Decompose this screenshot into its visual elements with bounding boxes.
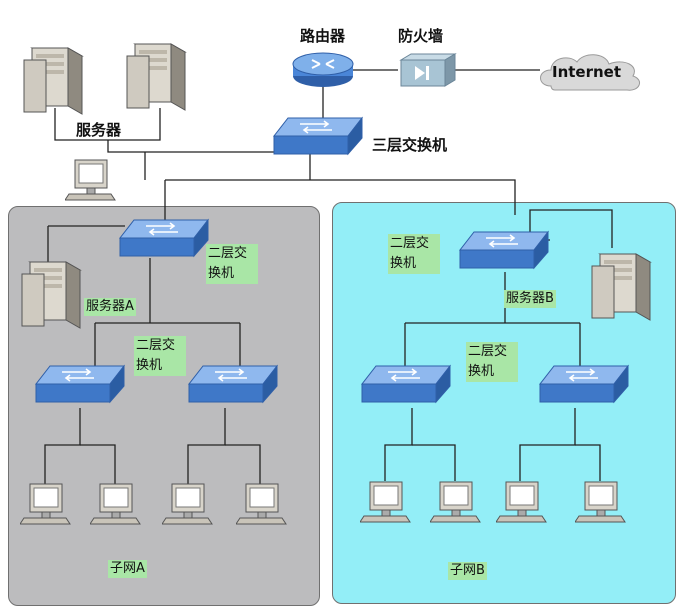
server-a-label: 服务器A bbox=[84, 298, 136, 316]
switch-icon bbox=[458, 230, 550, 270]
switch-icon bbox=[360, 364, 452, 404]
server-icon bbox=[23, 47, 84, 115]
firewall-icon bbox=[399, 53, 457, 87]
pc-icon bbox=[575, 481, 626, 523]
pc-icon bbox=[162, 483, 213, 525]
firewall-label: 防火墙 bbox=[398, 27, 444, 45]
subnet-b-sub-switch-label: 二层交换机 bbox=[466, 342, 518, 382]
switch-icon bbox=[272, 116, 364, 156]
router-label: 路由器 bbox=[300, 27, 346, 45]
router-icon bbox=[292, 52, 354, 87]
subnet-b-name: 子网B bbox=[448, 562, 487, 580]
pc-icon bbox=[90, 483, 141, 525]
subnet-a-switch-label: 二层交换机 bbox=[206, 244, 258, 284]
pc-icon bbox=[430, 481, 481, 523]
core-switch-label: 三层交换机 bbox=[372, 136, 448, 154]
subnet-a-name: 子网A bbox=[108, 560, 147, 578]
cloud-icon bbox=[540, 54, 641, 91]
internet-label: Internet bbox=[552, 63, 622, 81]
pc-icon bbox=[496, 481, 547, 523]
switch-icon bbox=[34, 364, 126, 404]
pc-icon bbox=[65, 159, 116, 201]
server-icon bbox=[21, 261, 82, 329]
switch-icon bbox=[538, 364, 630, 404]
pc-icon bbox=[20, 483, 71, 525]
server-icon bbox=[126, 43, 187, 111]
subnet-b-switch-label: 二层交换机 bbox=[388, 234, 440, 274]
server-b-label: 服务器B bbox=[504, 290, 556, 308]
subnet-a-sub-switch-label: 二层交换机 bbox=[134, 336, 186, 376]
switch-icon bbox=[187, 364, 279, 404]
pc-icon bbox=[360, 481, 411, 523]
switch-icon bbox=[118, 218, 210, 258]
pc-icon bbox=[236, 483, 287, 525]
server-icon bbox=[591, 253, 652, 321]
servers-label: 服务器 bbox=[76, 121, 122, 139]
